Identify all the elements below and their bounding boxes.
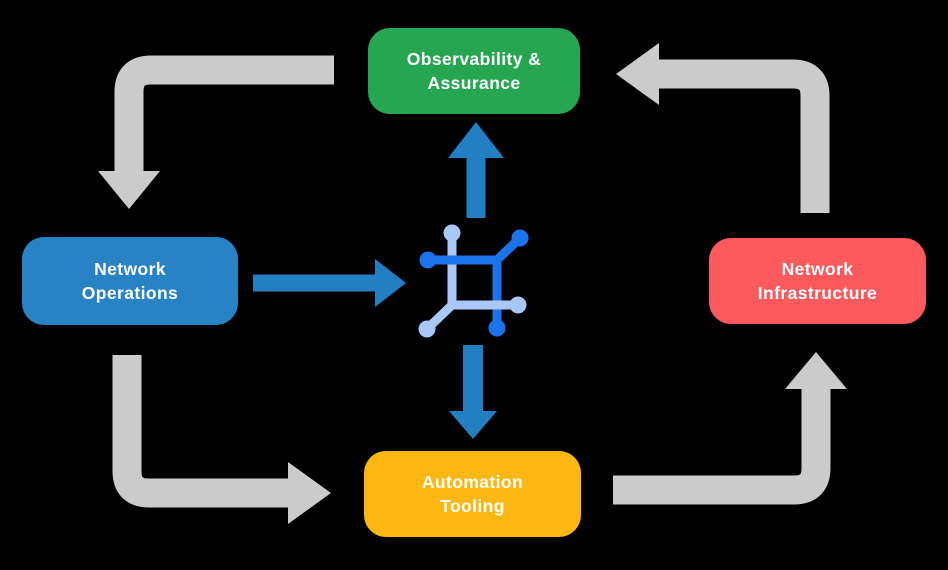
- node-label-line: Tooling: [440, 496, 505, 516]
- node-automation-tooling: Automation Tooling: [364, 451, 581, 537]
- network-node-icon: [418, 224, 529, 338]
- flow-arrow-operations-to-icon: [253, 259, 406, 307]
- arrowhead-down-icon: [98, 171, 160, 209]
- node-label-line: Operations: [81, 283, 179, 303]
- cycle-arrow-operations-to-automation: [112, 355, 331, 524]
- arrowhead-up-icon: [785, 352, 847, 389]
- arrowhead-right-icon: [375, 259, 406, 307]
- cycle-arrow-automation-to-infrastructure: [613, 352, 847, 505]
- cycle-arrow-observability-to-operations: [98, 55, 334, 209]
- arrowhead-left-icon: [616, 43, 659, 105]
- node-label-line: Infrastructure: [757, 283, 878, 303]
- node-label-line: Network: [781, 258, 854, 279]
- node-observability-assurance: Observability & Assurance: [368, 28, 580, 114]
- node-label-line: Observability &: [406, 48, 542, 69]
- flow-arrow-icon-to-observability: [448, 122, 504, 218]
- node-label-line: Network: [94, 258, 166, 279]
- arrowhead-down-icon: [449, 411, 497, 439]
- arrowhead-right-icon: [288, 462, 331, 524]
- node-label-line: Automation: [421, 471, 524, 492]
- flow-arrow-icon-to-automation: [449, 345, 497, 439]
- arrowhead-up-icon: [448, 122, 504, 158]
- node-network-operations: Network Operations: [22, 237, 238, 325]
- node-label-line: Assurance: [427, 73, 521, 93]
- cycle-arrow-infrastructure-to-observability: [616, 43, 830, 213]
- node-network-infrastructure: Network Infrastructure: [709, 238, 926, 324]
